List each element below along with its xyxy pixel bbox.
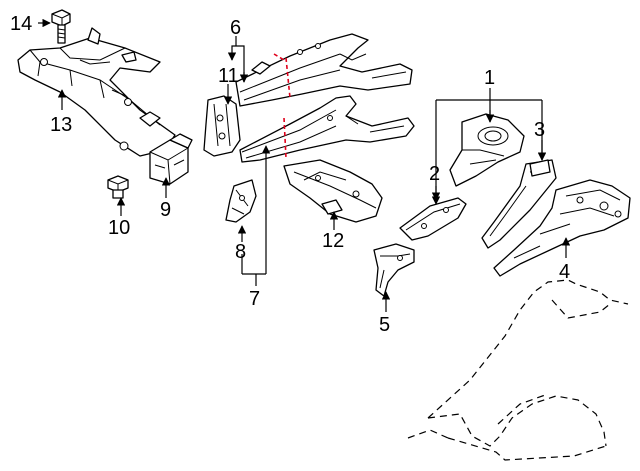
leader-lines — [38, 18, 571, 312]
part-9-bracket — [149, 133, 193, 185]
callout-5: 5 — [379, 314, 390, 336]
part-11-bracket — [203, 95, 241, 157]
callout-4: 4 — [559, 261, 570, 283]
part-14-bolt — [51, 9, 71, 44]
callout-13: 13 — [50, 114, 72, 136]
part-8-bracket — [225, 179, 257, 223]
callout-8: 8 — [235, 241, 246, 263]
callout-3: 3 — [534, 119, 545, 141]
part-3-apron-rail — [481, 159, 557, 249]
callout-6: 6 — [230, 17, 241, 39]
callout-2: 2 — [429, 163, 440, 185]
callout-12: 12 — [322, 230, 344, 252]
part-10-bolt — [107, 175, 129, 199]
callout-10: 10 — [108, 217, 130, 239]
part-4-apron — [493, 179, 631, 277]
callout-9: 9 — [160, 199, 171, 221]
callout-1: 1 — [484, 67, 495, 89]
callout-11: 11 — [218, 65, 239, 87]
part-6-upper-rail — [235, 33, 413, 107]
part-2-reinforcement — [399, 197, 467, 241]
part-13-crossmember — [17, 27, 176, 157]
fender-outline — [407, 279, 629, 461]
callout-7: 7 — [249, 288, 260, 310]
part-5-bracket — [373, 243, 415, 297]
callout-14: 14 — [10, 13, 32, 35]
callout-labels: 14 13 10 9 6 11 8 7 12 1 2 3 4 5 — [10, 13, 570, 336]
part-1-strut-tower — [449, 113, 525, 187]
part-12-bracket — [283, 159, 383, 223]
